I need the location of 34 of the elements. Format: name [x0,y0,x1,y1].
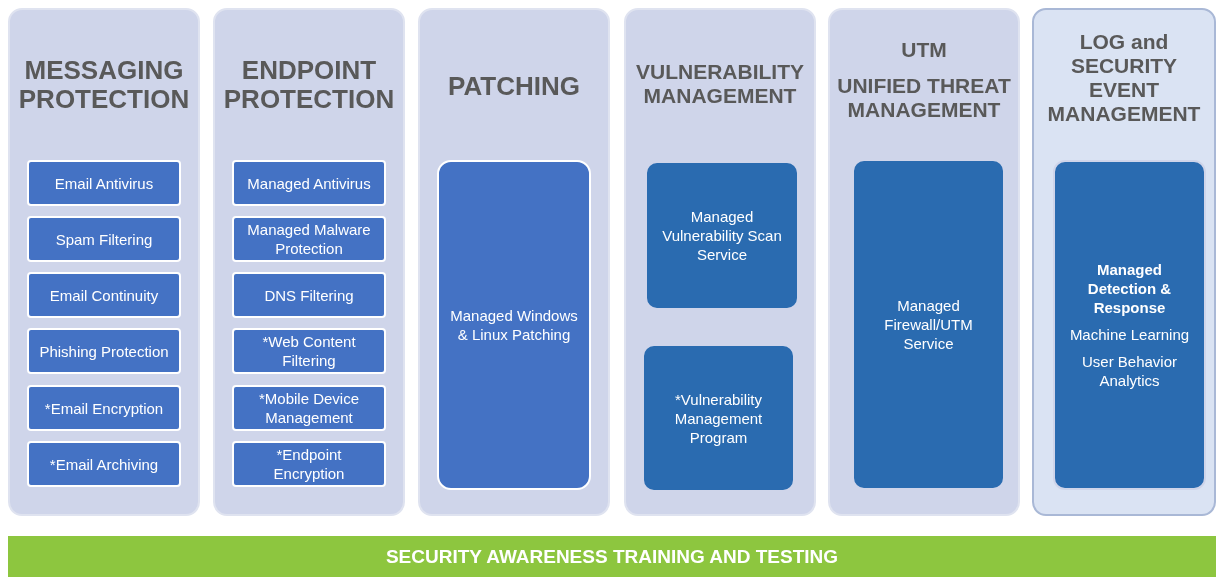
service-box: *Mobile Device Management [232,385,386,431]
service-box: Spam Filtering [27,216,181,262]
column-heading: ENDPOINT PROTECTION [222,56,396,114]
service-box: Managed Windows & Linux Patching [437,160,591,490]
column-heading: LOG and SECURITY EVENT MANAGEMENT [1046,30,1202,126]
service-box: Phishing Protection [27,328,181,374]
service-box: Email Continuity [27,272,181,318]
service-box: *Endpoint Encryption [232,441,386,487]
service-box: *Vulnerability Management Program [642,344,795,492]
service-box: Managed Firewall/UTM Service [852,159,1005,490]
column-panel [213,8,405,516]
column-panel [418,8,610,516]
service-box: DNS Filtering [232,272,386,318]
column-heading: UNIFIED THREAT MANAGEMENT [836,74,1012,122]
service-box: Managed Antivirus [232,160,386,206]
column-panel [624,8,816,516]
column-heading: PATCHING [447,72,581,101]
service-box: Managed Vulnerability Scan Service [645,161,799,310]
column-heading: MESSAGING PROTECTION [17,56,191,114]
service-box: Email Antivirus [27,160,181,206]
banner-bar: SECURITY AWARENESS TRAINING AND TESTING [8,536,1216,577]
column-panel [1032,8,1216,516]
service-box: Managed Malware Protection [232,216,386,262]
service-box: *Web Content Filtering [232,328,386,374]
service-box: *Email Archiving [27,441,181,487]
column-panel [8,8,200,516]
column-heading: VULNERABILITY MANAGEMENT [635,60,805,108]
service-panel [1053,160,1206,490]
service-box: *Email Encryption [27,385,181,431]
column-heading: UTM [900,38,948,62]
service-text: Managed Detection & Response [1086,260,1173,317]
column-panel [828,8,1020,516]
service-text: User Behavior Analytics [1080,352,1178,390]
service-text: Machine Learning [1069,325,1190,344]
